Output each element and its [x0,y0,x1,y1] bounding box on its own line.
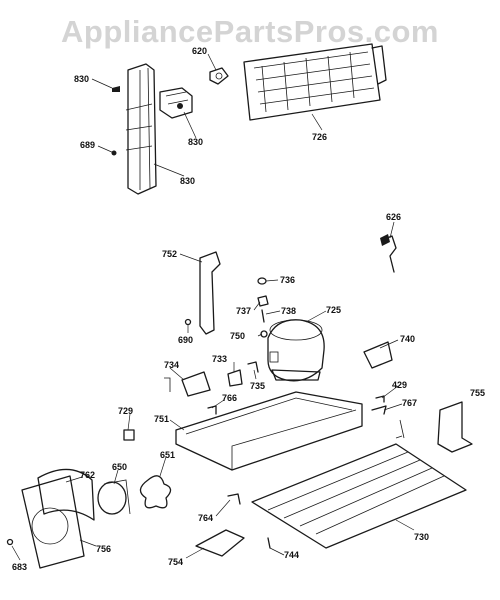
drain-pan-754 [195,529,245,557]
part-766 [207,405,217,415]
callout: 729 [118,406,134,416]
part-744 [267,537,271,549]
callout: 766 [222,393,238,403]
part-736 [257,277,267,285]
callout: 730 [414,532,430,542]
callout: 764 [198,513,214,523]
coil-730 [251,419,467,549]
callout: 683 [12,562,28,572]
part-429 [375,395,385,403]
part-735 [247,361,259,373]
part-737 [257,295,269,307]
screw-690 [184,318,192,326]
callout: 650 [112,462,128,472]
callout: 620 [192,46,208,56]
callout: 744 [284,550,300,560]
part-750 [260,330,268,338]
callout: 740 [400,334,416,344]
fan-motor-650 [97,479,131,515]
condenser-726 [243,43,387,121]
callout: 736 [280,275,296,285]
callout: 830 [180,176,196,186]
part-734 [164,371,211,397]
harness-626 [380,234,397,273]
screw-683 [6,538,14,546]
callout: 755 [470,388,486,398]
callout: 738 [281,306,297,316]
relay-740 [363,341,393,369]
callout: 830 [74,74,90,84]
callout: 726 [312,132,328,142]
callout: 626 [386,212,402,222]
callout: 651 [160,450,176,460]
fan-blade-651 [139,475,172,509]
watermark: AppliancePartsPros.com [61,14,439,49]
callout: 690 [178,335,194,345]
channel-830 [125,63,157,195]
part-738 [261,309,265,323]
grommet-620 [209,67,229,85]
callout: 735 [250,381,266,391]
callout: 752 [162,249,178,259]
callout: 756 [96,544,112,554]
part-764 [227,493,241,505]
callout: 750 [230,331,246,341]
bracket-752 [199,251,221,335]
callout: 733 [212,354,228,364]
compressor-725 [267,319,325,382]
callout: 429 [392,380,408,390]
bracket-755 [437,401,473,453]
fan-housing-756 [21,475,85,569]
part-767 [371,405,387,415]
part-729 [123,429,135,441]
callout: 737 [236,306,252,316]
part-733 [227,369,243,387]
callout: 751 [154,414,170,424]
screw-830 [112,86,120,92]
callout: 830 [188,137,204,147]
callout: 689 [80,140,96,150]
leader-lines [11,53,415,561]
shroud-762 [37,468,95,521]
callout: 725 [326,305,342,315]
callout: 762 [80,470,96,480]
callout: 767 [402,398,418,408]
callout: 754 [168,557,184,567]
clip-830 [159,87,193,119]
callout: 734 [164,360,180,370]
base-pan-751 [175,391,363,471]
